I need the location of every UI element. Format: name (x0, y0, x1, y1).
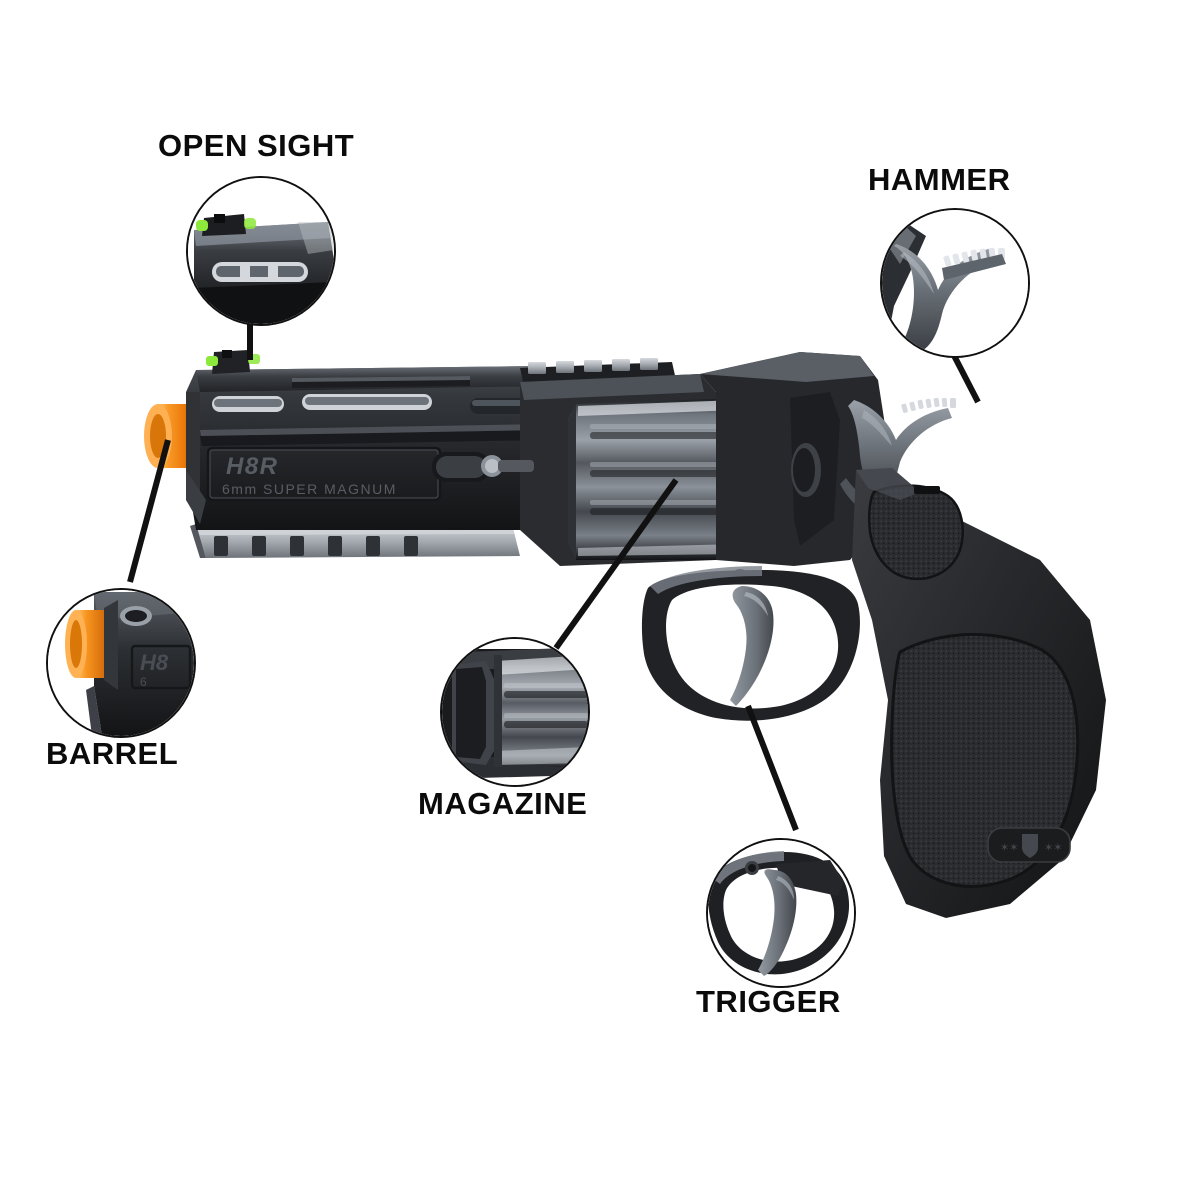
svg-text:H8: H8 (140, 650, 169, 675)
callout-label-hammer: HAMMER (868, 162, 1011, 197)
cylinder-housing (432, 374, 716, 566)
callout-circle-magazine (440, 637, 590, 787)
grip-frame (852, 468, 1106, 918)
trigger (730, 586, 774, 706)
callout-circle-hammer (880, 208, 1030, 358)
bottom-rail (190, 524, 520, 558)
svg-text:✶✶: ✶✶ (1000, 842, 1018, 854)
revolver-cylinder (568, 398, 748, 560)
callout-circle-barrel: H8 6 (46, 588, 196, 738)
cylinder-rear (748, 400, 794, 562)
callout-label-open-sight: OPEN SIGHT (158, 128, 355, 163)
callout-circle-trigger (706, 838, 856, 988)
muzzle-tip (144, 392, 200, 480)
svg-text:✶✶: ✶✶ (1044, 842, 1062, 854)
frame (700, 352, 892, 587)
svg-text:6: 6 (140, 675, 147, 689)
callout-circle-open-sight (186, 176, 336, 326)
muzzle-shoulder (186, 392, 200, 492)
leader-magazine (553, 478, 679, 650)
top-rail (520, 358, 676, 386)
shroud-cutouts (212, 376, 562, 414)
callout-label-barrel: BARREL (46, 736, 179, 771)
barrel-shroud (186, 366, 560, 530)
leader-trigger (745, 704, 799, 832)
callout-label-trigger: TRIGGER (696, 984, 841, 1019)
grip-medallion: ✶✶ ✶✶ (987, 827, 1071, 863)
trigger-guard (641, 566, 860, 721)
engraving-model: H8R (226, 453, 279, 480)
rear-sight (914, 486, 940, 494)
grip-panel: ✶✶ ✶✶ (867, 484, 1080, 888)
hammer (840, 397, 956, 516)
leader-barrel (127, 439, 171, 583)
front-sight (206, 350, 260, 374)
callout-label-magazine: MAGAZINE (418, 786, 588, 821)
engraving-caliber: 6mm SUPER MAGNUM (222, 481, 397, 497)
